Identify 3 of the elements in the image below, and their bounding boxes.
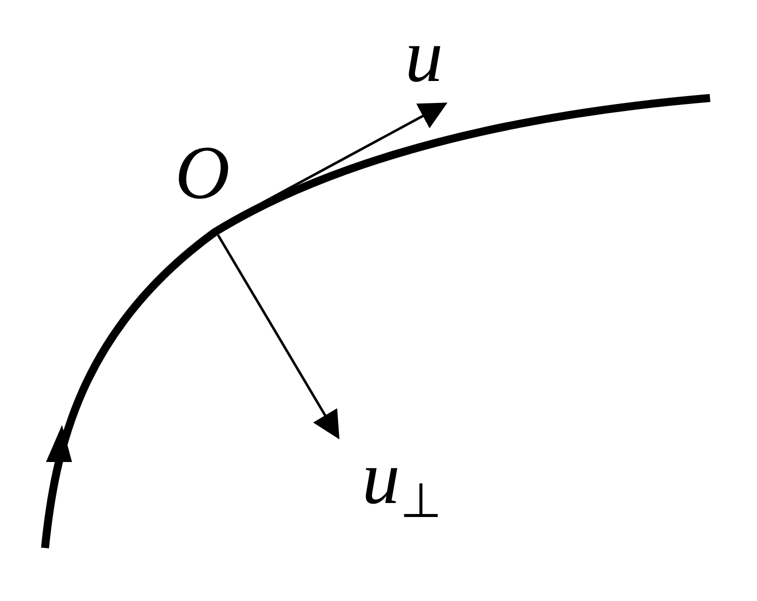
vector-label: u [405,18,443,94]
vector-label: u$_{⊥}$ [362,440,442,526]
point-label: O [175,135,230,211]
